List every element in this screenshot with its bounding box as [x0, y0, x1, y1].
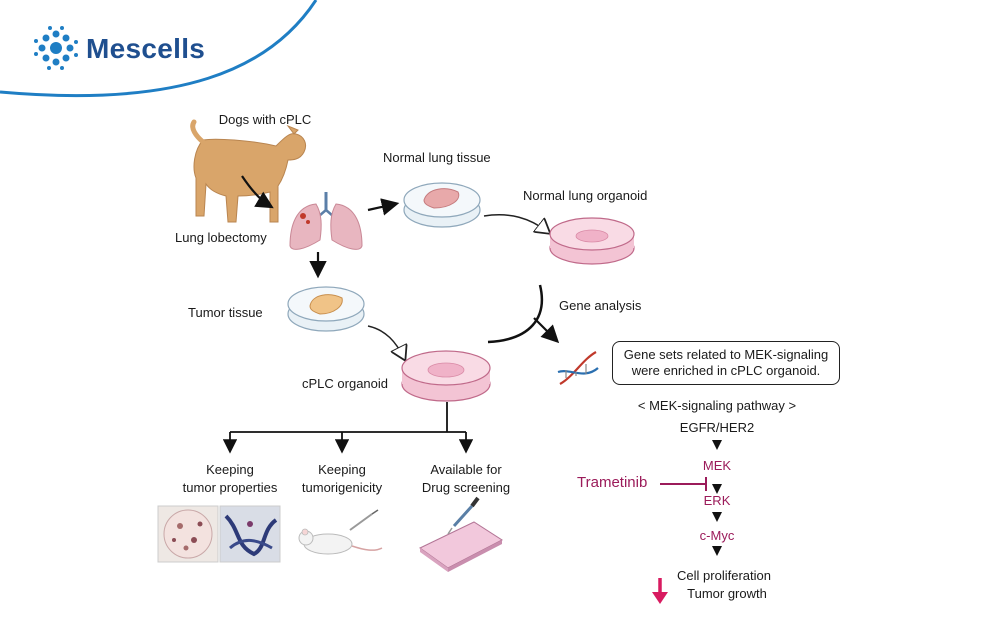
- outcome-1-line-2: tumor properties: [182, 480, 278, 495]
- pathway-title: < MEK-signaling pathway >: [637, 398, 797, 413]
- arrow-normal-to-organoid: [483, 214, 548, 232]
- outcome-1-line-1: Keeping: [206, 462, 254, 477]
- pathway-node-erk: ERK: [703, 493, 731, 508]
- label-gene-analysis: Gene analysis: [559, 298, 642, 313]
- label-cplc-organoid: cPLC organoid: [302, 376, 388, 391]
- arrow-dog-to-lung: [241, 175, 274, 209]
- mescells-logo-icon: [34, 26, 78, 70]
- callout-line-2: were enriched in cPLC organoid.: [631, 363, 821, 378]
- label-dogs-with-cplc: Dogs with cPLC: [218, 112, 312, 127]
- histology-image-1: [157, 505, 219, 563]
- outcome-tumor-growth: Tumor growth: [687, 586, 767, 601]
- outcome-cell-proliferation: Cell proliferation: [677, 568, 771, 583]
- mek-enrichment-callout: Gene sets related to MEK-signaling were …: [612, 341, 840, 385]
- pathway-node-mek: MEK: [702, 458, 732, 473]
- pathway-arrows: [712, 440, 722, 556]
- brand-name[interactable]: Mescells: [86, 33, 206, 64]
- label-lung-lobectomy: Lung lobectomy: [175, 230, 267, 245]
- pathway-node-c-myc: c-Myc: [699, 528, 735, 543]
- trametinib-label: Trametinib: [577, 474, 648, 491]
- label-normal-lung-organoid: Normal lung organoid: [523, 188, 648, 203]
- trametinib-inhibition-line: [660, 477, 707, 491]
- label-tumor-tissue: Tumor tissue: [188, 305, 263, 320]
- arrow-tumor-to-organoid: [367, 325, 404, 358]
- arrow-gene-analysis: [533, 317, 560, 344]
- tumor-tissue-dish-icon: [287, 286, 365, 332]
- pathway-node-egfr-her2: EGFR/HER2: [679, 420, 755, 435]
- outcome-3-line-2: Drug screening: [421, 480, 511, 495]
- mouse-icon: [298, 509, 383, 555]
- header-swoosh-line: [0, 0, 318, 98]
- cplc-organoid-dish-icon: [401, 350, 491, 402]
- normal-organoid-dish-icon: [549, 217, 635, 265]
- lungs-icon: [289, 192, 363, 250]
- drug-plate-icon: [419, 521, 503, 572]
- gene-analysis-bracket: [487, 284, 544, 344]
- histology-image-2: [219, 505, 281, 563]
- pipette-icon: [447, 496, 480, 535]
- outcome-2-line-2: tumorigenicity: [301, 480, 383, 495]
- header-swoosh: [0, 0, 310, 96]
- arrow-lung-to-normal: [367, 198, 400, 216]
- dog-icon: [190, 119, 307, 223]
- callout-line-1: Gene sets related to MEK-signaling: [623, 347, 829, 362]
- down-arrow-icon: [652, 578, 668, 604]
- normal-tissue-dish-icon: [403, 182, 481, 228]
- label-normal-lung-tissue: Normal lung tissue: [383, 150, 491, 165]
- dna-icon: [557, 351, 599, 385]
- outcome-3-line-1: Available for: [430, 462, 502, 477]
- outcome-2-line-1: Keeping: [318, 462, 366, 477]
- outcome-branch-lines: [222, 402, 474, 454]
